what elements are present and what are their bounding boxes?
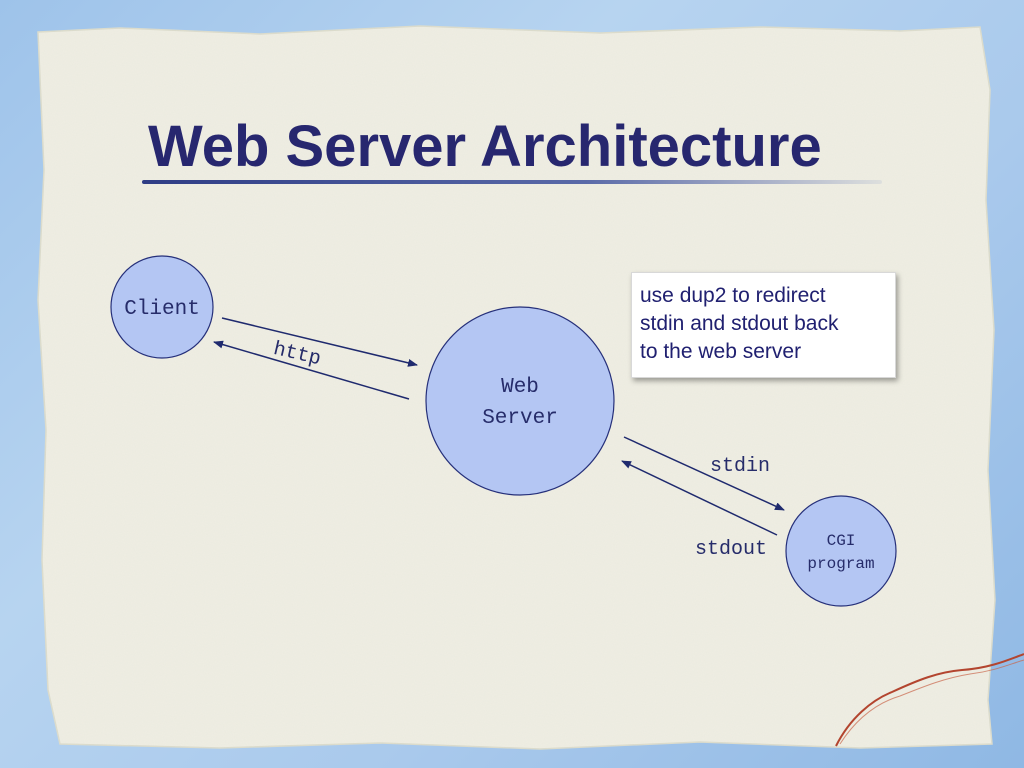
client-label: Client — [124, 298, 200, 321]
web-server-node — [425, 306, 615, 496]
dup2-note: use dup2 to redirect stdin and stdout ba… — [631, 272, 896, 378]
stdout-label: stdout — [695, 538, 767, 561]
web-server-label-line-2: Server — [482, 407, 558, 430]
http-response-arrow — [213, 340, 410, 400]
note-line-1: use dup2 to redirect — [640, 284, 826, 307]
note-line-3: to the web server — [640, 340, 802, 363]
cgi-label-line-1: CGI — [827, 532, 856, 550]
stdin-arrow — [623, 436, 785, 511]
red-thread — [835, 653, 1024, 747]
http-request-arrow — [221, 317, 418, 367]
note-line-2: stdin and stdout back — [640, 312, 839, 335]
slide-title: Web Server Architecture — [148, 114, 822, 179]
cgi-label-line-2: program — [807, 555, 874, 573]
title-underline — [142, 180, 882, 184]
client-node — [110, 255, 214, 359]
web-server-label-line-1: Web — [501, 376, 539, 399]
stdin-label: stdin — [710, 455, 770, 478]
stdout-arrow — [621, 460, 778, 536]
http-label: http — [271, 338, 323, 371]
cgi-program-node — [785, 495, 897, 607]
